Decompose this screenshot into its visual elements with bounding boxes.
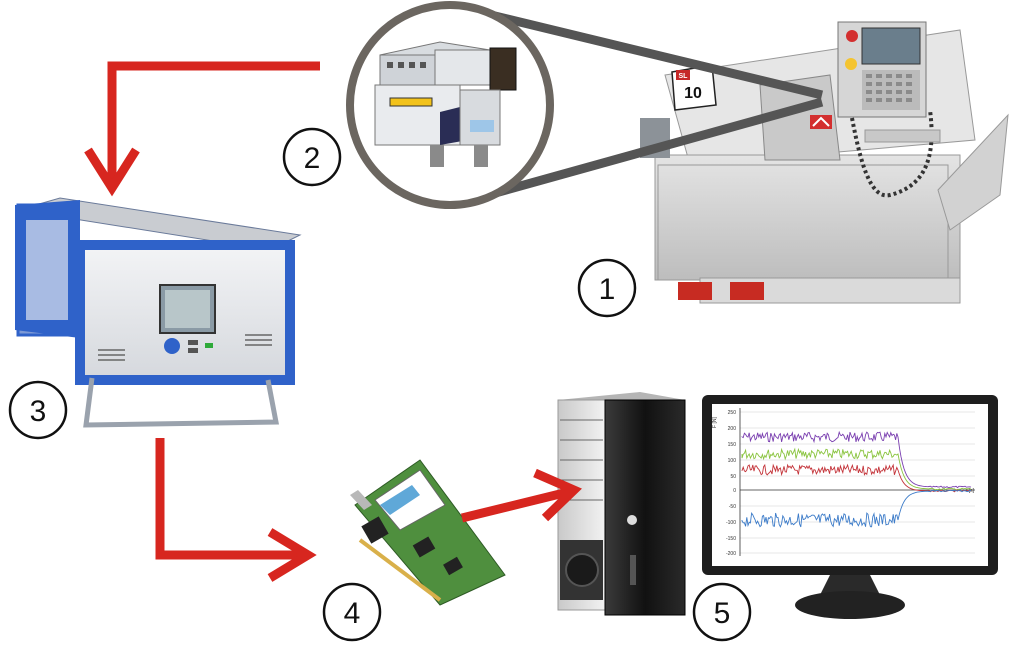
- force-sensor-zoom: [346, 1, 554, 209]
- y-tick-label: -200: [726, 551, 736, 557]
- step-markers: 1 2 3 4 5: [8, 127, 752, 642]
- trace-purple: [741, 430, 972, 489]
- force-chart: 250 200 150 100 50 0 -50 -100 -150 -200 …: [712, 408, 975, 557]
- y-tick-label: 0: [733, 488, 736, 494]
- y-tick-label: -100: [726, 520, 736, 526]
- y-axis-tick-labels: 250 200 150 100 50 0 -50 -100 -150 -200: [726, 410, 736, 557]
- y-tick-label: 200: [728, 426, 737, 432]
- y-tick-label: 50: [730, 474, 736, 480]
- arrowhead: [267, 528, 317, 582]
- step-number: 4: [344, 597, 361, 630]
- step-marker-3: 3: [8, 380, 68, 440]
- y-tick-label: 150: [728, 442, 737, 448]
- step-marker-4: 4: [322, 582, 382, 642]
- badge-number-text: 10: [684, 85, 702, 102]
- y-tick-label: 100: [728, 458, 737, 464]
- badge-top-text: SL: [679, 73, 689, 80]
- arrowhead: [533, 468, 582, 522]
- force-sensor: [374, 41, 517, 167]
- trace-red: [741, 463, 972, 493]
- cnc-lathe: SL 10: [640, 21, 1009, 304]
- trace-green: [741, 447, 972, 491]
- haas-logo: [810, 115, 832, 129]
- step-number: 3: [30, 395, 47, 428]
- flow-arrows: [84, 61, 582, 582]
- monitor: 250 200 150 100 50 0 -50 -100 -150 -200 …: [702, 395, 998, 619]
- control-pendant: [837, 21, 934, 198]
- zoom-callout-lines: [468, 5, 824, 205]
- foot-pedals: [678, 282, 764, 300]
- badge: SL 10: [671, 64, 717, 111]
- pc-tower: [557, 392, 686, 616]
- y-axis-label: F [N]: [712, 417, 718, 428]
- force-signal-traces: [741, 430, 972, 528]
- daq-card: [350, 459, 506, 606]
- step-number: 2: [304, 142, 321, 175]
- arrow-amplifier-to-daq: [155, 438, 300, 560]
- arrow-sensor-to-amplifier: [107, 61, 320, 180]
- step-marker-1: 1: [577, 258, 637, 318]
- y-tick-label: 250: [728, 410, 737, 416]
- charge-amplifier: [15, 197, 302, 428]
- y-tick-label: -50: [729, 504, 736, 510]
- trace-blue: [741, 489, 972, 528]
- step-number: 1: [599, 273, 616, 306]
- step-number: 5: [714, 597, 731, 630]
- arrow-daq-to-pc: [460, 487, 570, 523]
- step-marker-5: 5: [692, 582, 752, 642]
- arrowhead: [84, 147, 140, 197]
- y-tick-label: -150: [726, 536, 736, 542]
- step-marker-2: 2: [282, 127, 342, 187]
